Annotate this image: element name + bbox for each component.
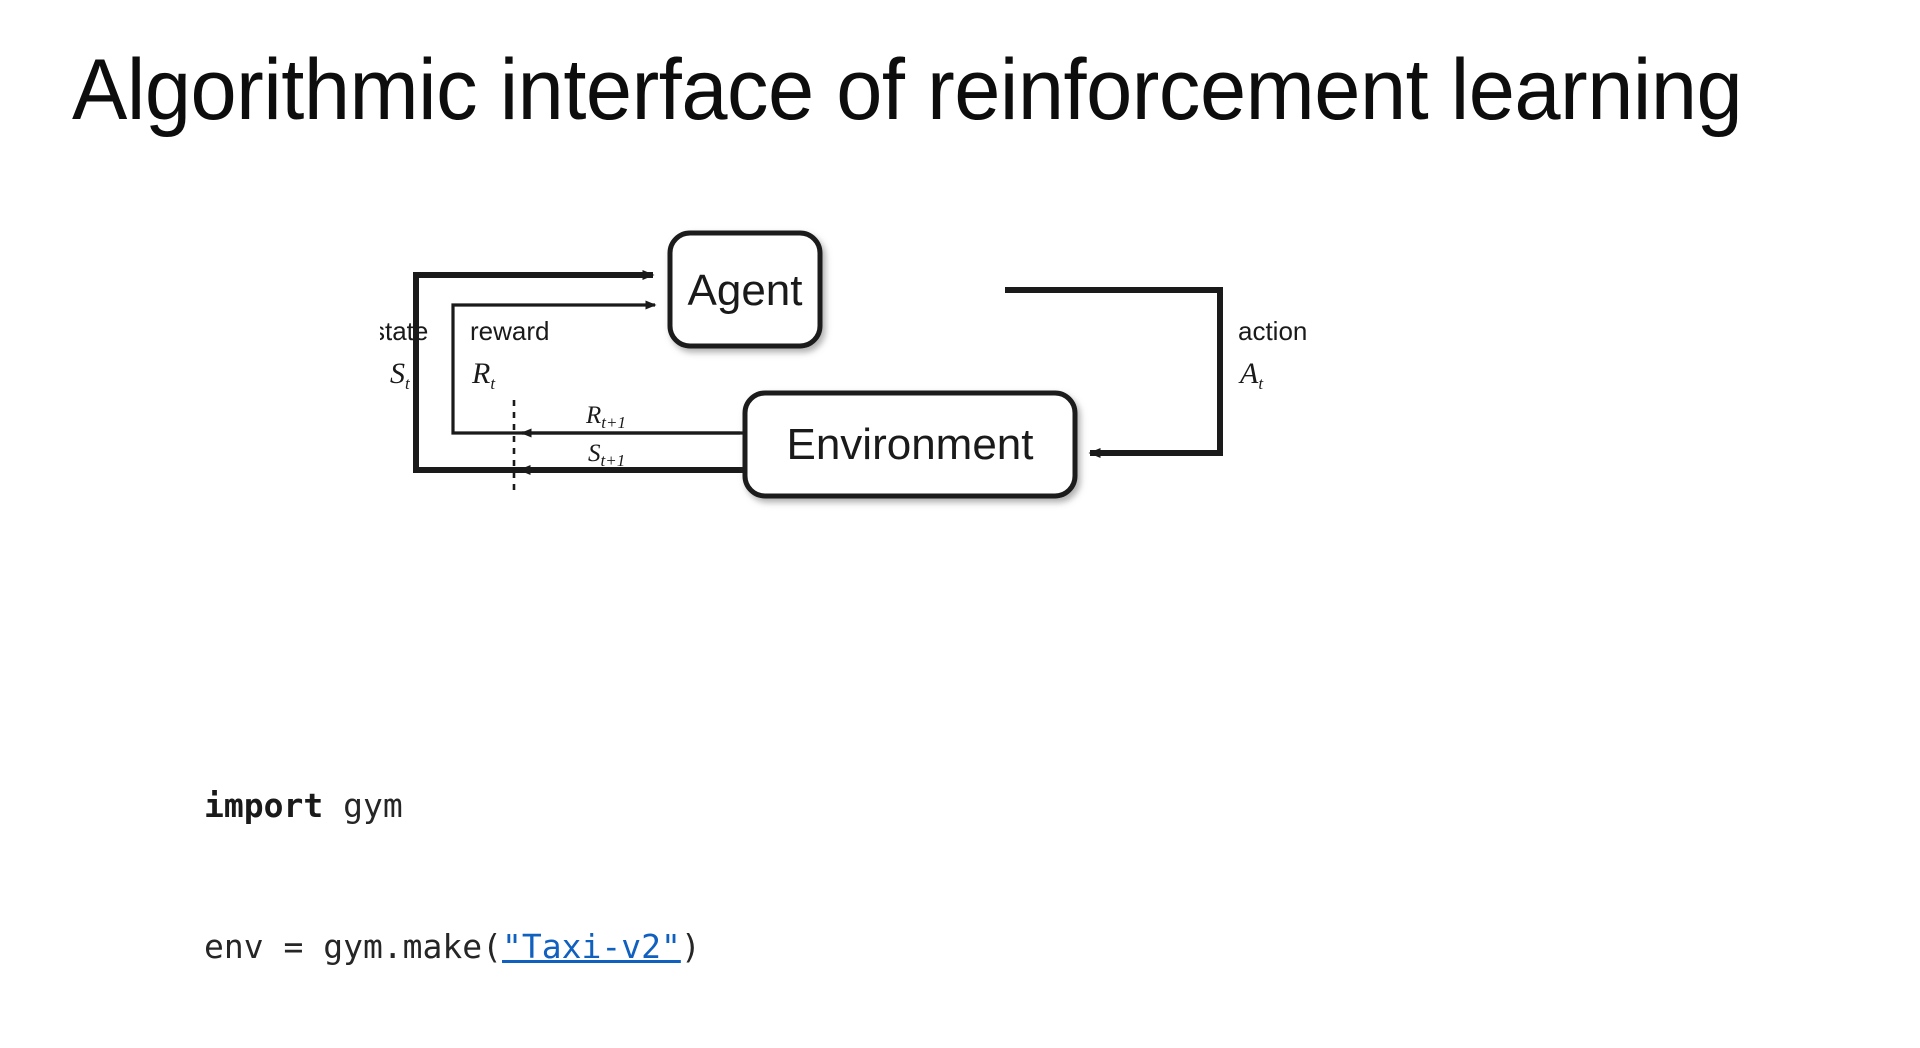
code-hyperlink-taxi-v2[interactable]: "Taxi-v2" (502, 927, 681, 966)
code-text: gym (323, 786, 403, 825)
code-text: ) (680, 927, 701, 966)
reward-label-symbol: Rt (471, 357, 496, 393)
code-text: env = gym.make( (204, 927, 503, 966)
reward-label-word: reward (470, 316, 549, 346)
next-reward-label: Rt+1 (585, 402, 626, 432)
action-edge (1005, 287, 1223, 458)
agent-box: Agent (667, 230, 823, 349)
next-state-label: St+1 (588, 440, 625, 470)
svg-text:St: St (390, 357, 411, 393)
page-title: Algorithmic interface of reinforcement l… (72, 42, 1743, 138)
svg-text:At: At (1238, 357, 1264, 393)
state-label-word: state (380, 316, 428, 346)
state-label-symbol: St (390, 357, 411, 393)
environment-box: Environment (742, 390, 1078, 499)
action-label-symbol: At (1238, 357, 1264, 393)
code-line: import gym (204, 782, 1277, 829)
action-label-word: action (1238, 316, 1307, 346)
svg-text:St+1: St+1 (588, 440, 625, 470)
rl-interaction-diagram: Agent Environment state St reward Rt (380, 205, 1500, 535)
svg-text:Rt: Rt (471, 357, 496, 393)
svg-text:Rt+1: Rt+1 (585, 402, 626, 432)
code-line: env = gym.make("Taxi-v2") (204, 923, 1277, 970)
environment-box-label: Environment (786, 420, 1033, 469)
code-keyword: import (204, 786, 324, 825)
python-code-block: import gym env = gym.make("Taxi-v2") obs… (204, 688, 1277, 1048)
agent-box-label: Agent (688, 266, 803, 315)
